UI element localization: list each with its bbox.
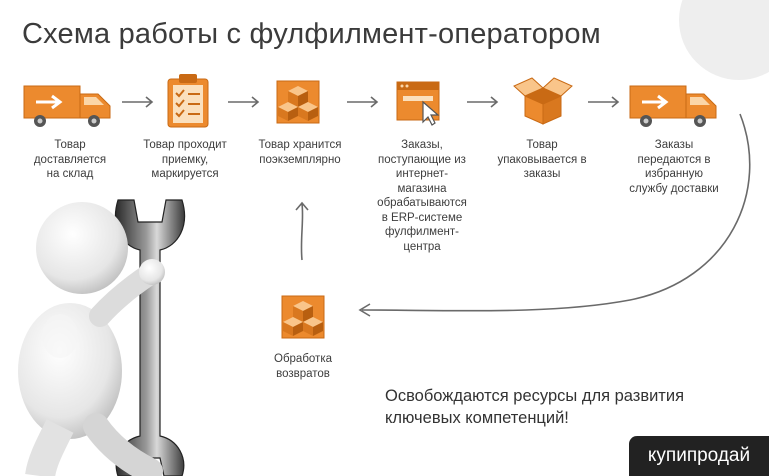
clipboard-checklist-icon (167, 74, 209, 128)
figure-with-wrench-illustration (18, 199, 186, 476)
boxes-stack-icon (276, 80, 320, 124)
footer-message: Освобождаются ресурсы для развития ключе… (385, 387, 685, 427)
flow-arrow (467, 96, 499, 108)
returns-to-storage-arrow (295, 201, 309, 261)
step-label: Товар хранится поэкземплярно (258, 139, 342, 166)
browser-window-cursor-icon (396, 81, 440, 126)
site-watermark: купипродай (629, 436, 769, 476)
step-label: Заказы, поступающие из интернет- магазин… (377, 139, 467, 253)
flow-arrow (347, 96, 379, 108)
step-label: Товар проходит приемку, маркируется (143, 139, 227, 180)
step-label: Заказы передаются в избранную службу дос… (629, 139, 719, 195)
return-flow-arrow (358, 113, 751, 317)
delivery-truck-icon (629, 85, 717, 127)
open-box-icon (513, 77, 573, 125)
decorative-circle (679, 0, 769, 80)
diagram-title: Схема работы с фулфилмент-оператором (22, 18, 601, 50)
step-label: Товар доставляется на склад (33, 139, 107, 180)
boxes-stack-icon (281, 295, 325, 339)
delivery-truck-icon (23, 85, 111, 127)
flow-arrow (228, 96, 260, 108)
returns-label: Обработка возвратов (274, 353, 332, 380)
flow-arrow (588, 96, 620, 108)
flow-arrow (122, 96, 154, 108)
step-label: Товар упаковывается в заказы (497, 139, 587, 180)
